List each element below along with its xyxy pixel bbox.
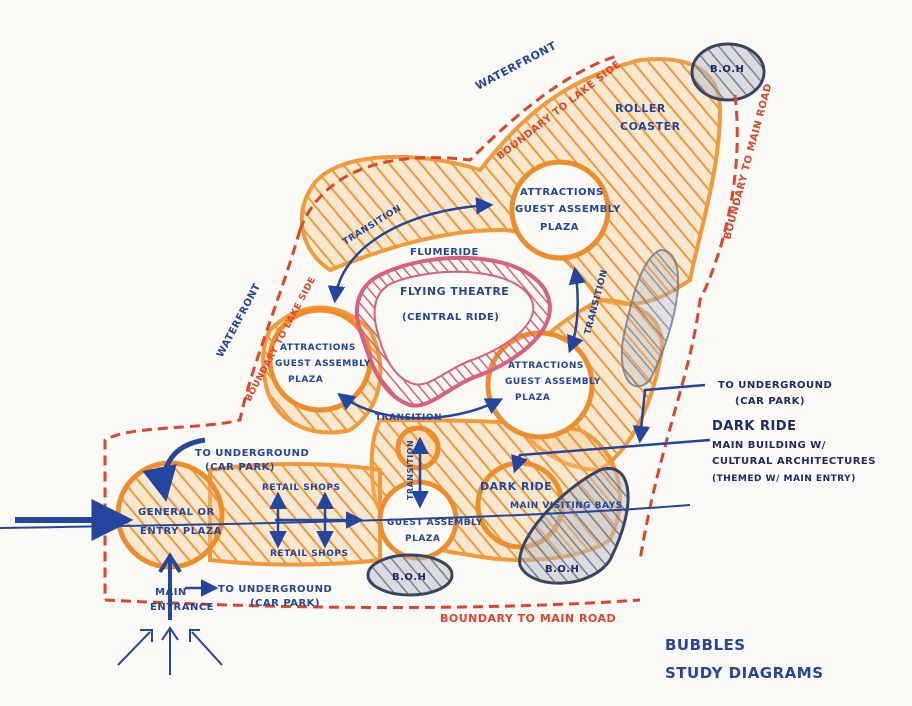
label-boh-right: B.O.H bbox=[545, 564, 579, 575]
label-waterfront-top: WATERFRONT bbox=[473, 39, 558, 93]
label-roller-coaster-2: COASTER bbox=[620, 120, 681, 133]
boh-areas bbox=[366, 42, 766, 597]
circulation-lines bbox=[0, 197, 711, 597]
transition-arrow-s bbox=[337, 392, 504, 420]
label-to-underground-r2: (CAR PARK) bbox=[735, 396, 805, 407]
label-to-underground-l2: (CAR PARK) bbox=[205, 462, 275, 473]
label-attractions-w-2: GUEST ASSEMBLY bbox=[275, 359, 371, 369]
label-main-entrance-2: ENTRANCE bbox=[150, 602, 214, 613]
entrance-arrow-main bbox=[158, 552, 182, 620]
caption-line-2: STUDY DIAGRAMS bbox=[665, 664, 824, 682]
label-flying-theatre: FLYING THEATRE bbox=[400, 285, 509, 298]
label-to-underground-r1: TO UNDERGROUND bbox=[718, 380, 832, 391]
transition-arrow-nw bbox=[327, 197, 494, 304]
main-road-boundary-bottom bbox=[104, 598, 641, 609]
entrance-arrow-center bbox=[161, 626, 179, 675]
label-central-ride: (CENTRAL RIDE) bbox=[402, 312, 499, 323]
label-to-underground-l1: TO UNDERGROUND bbox=[195, 448, 309, 459]
label-retail-shops-top: RETAIL SHOPS bbox=[262, 483, 340, 493]
label-attractions-ne-1: ATTRACTIONS bbox=[520, 187, 604, 198]
entrance-arrows bbox=[117, 552, 223, 675]
ne-plaza-bubble bbox=[509, 159, 611, 261]
label-dark-ride-main-1: DARK RIDE bbox=[480, 480, 552, 493]
label-dark-ride-desc-3: (THEMED W/ MAIN ENTRY) bbox=[712, 474, 856, 484]
underground-left-arrow bbox=[142, 437, 206, 502]
label-dark-ride-desc-2: CULTURAL ARCHITECTURES bbox=[712, 456, 876, 467]
label-roller-coaster-1: ROLLER bbox=[615, 102, 666, 115]
label-waterfront-left: WATERFRONT bbox=[215, 282, 263, 360]
label-retail-shops-bottom: RETAIL SHOPS bbox=[270, 549, 348, 559]
label-boh-top: B.O.H bbox=[710, 64, 744, 75]
caption-line-1: BUBBLES bbox=[665, 636, 746, 654]
lake-boundary-left bbox=[103, 229, 302, 600]
underground-right-pointer bbox=[632, 383, 706, 444]
label-guest-assembly-plaza-2: PLAZA bbox=[405, 534, 440, 544]
label-dark-ride-title: DARK RIDE bbox=[712, 419, 796, 434]
label-transition-v: TRANSITION bbox=[406, 440, 415, 500]
label-attractions-e-2: GUEST ASSEMBLY bbox=[505, 377, 601, 387]
boh-top-area bbox=[690, 42, 766, 102]
label-attractions-ne-3: PLAZA bbox=[540, 222, 579, 233]
main-road-boundary-right bbox=[638, 94, 739, 561]
transition-node-bubble bbox=[395, 425, 441, 471]
label-general-entry-1: GENERAL OR bbox=[138, 507, 215, 518]
label-attractions-w-1: ATTRACTIONS bbox=[280, 343, 356, 353]
entrance-arrow-right bbox=[189, 629, 223, 666]
label-attractions-e-3: PLAZA bbox=[515, 393, 550, 403]
label-dark-ride-main-2: MAIN VISITING BAYS bbox=[510, 501, 623, 511]
label-general-entry-2: ENTRY PLAZA bbox=[140, 526, 222, 537]
label-attractions-e-1: ATTRACTIONS bbox=[508, 361, 584, 371]
boh-right-area bbox=[518, 467, 630, 585]
transition-arrow-e bbox=[567, 266, 586, 354]
label-guest-assembly-plaza-1: GUEST ASSEMBLY bbox=[387, 518, 483, 528]
boh-east-strip bbox=[620, 248, 680, 388]
label-boundary-main-right: BOUNDARY TO MAIN ROAD bbox=[722, 82, 774, 240]
label-to-underground-b2: (CAR PARK) bbox=[250, 598, 320, 609]
label-to-underground-b1: TO UNDERGROUND bbox=[218, 584, 332, 595]
label-boh-center: B.O.H bbox=[392, 572, 426, 583]
label-attractions-ne-2: GUEST ASSEMBLY bbox=[515, 204, 621, 215]
label-transition-s: TRANSITION bbox=[375, 413, 442, 423]
label-attractions-w-3: PLAZA bbox=[288, 375, 323, 385]
dark-ride-pointer bbox=[511, 438, 711, 474]
lake-boundary-top bbox=[298, 53, 621, 231]
entrance-arrow-left bbox=[117, 629, 153, 666]
boh-center-area bbox=[366, 553, 454, 597]
site-boundaries bbox=[103, 53, 739, 609]
label-boundary-main-bottom: BOUNDARY TO MAIN ROAD bbox=[440, 612, 616, 625]
label-dark-ride-desc-1: MAIN BUILDING W/ bbox=[712, 440, 826, 451]
label-flumeride: FLUMERIDE bbox=[410, 247, 479, 258]
label-main-entrance-1: MAIN bbox=[155, 587, 187, 598]
